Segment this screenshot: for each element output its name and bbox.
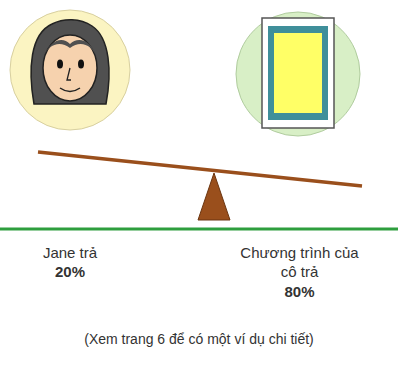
woman-face [31,20,109,104]
document-icon [262,18,334,128]
caption: (Xem trang 6 để có một ví dụ chi tiết) [0,330,398,349]
percent-label: 80% [232,282,367,301]
payer-label: Jane trả [10,243,130,262]
percent-label: 20% [10,262,130,281]
program-circle [236,12,360,136]
ground-line [0,228,398,231]
payer-label: Chương trình của cô trả [232,243,367,281]
seesaw-beam [38,152,362,186]
fulcrum [198,173,230,220]
portrait-circle [10,10,130,130]
